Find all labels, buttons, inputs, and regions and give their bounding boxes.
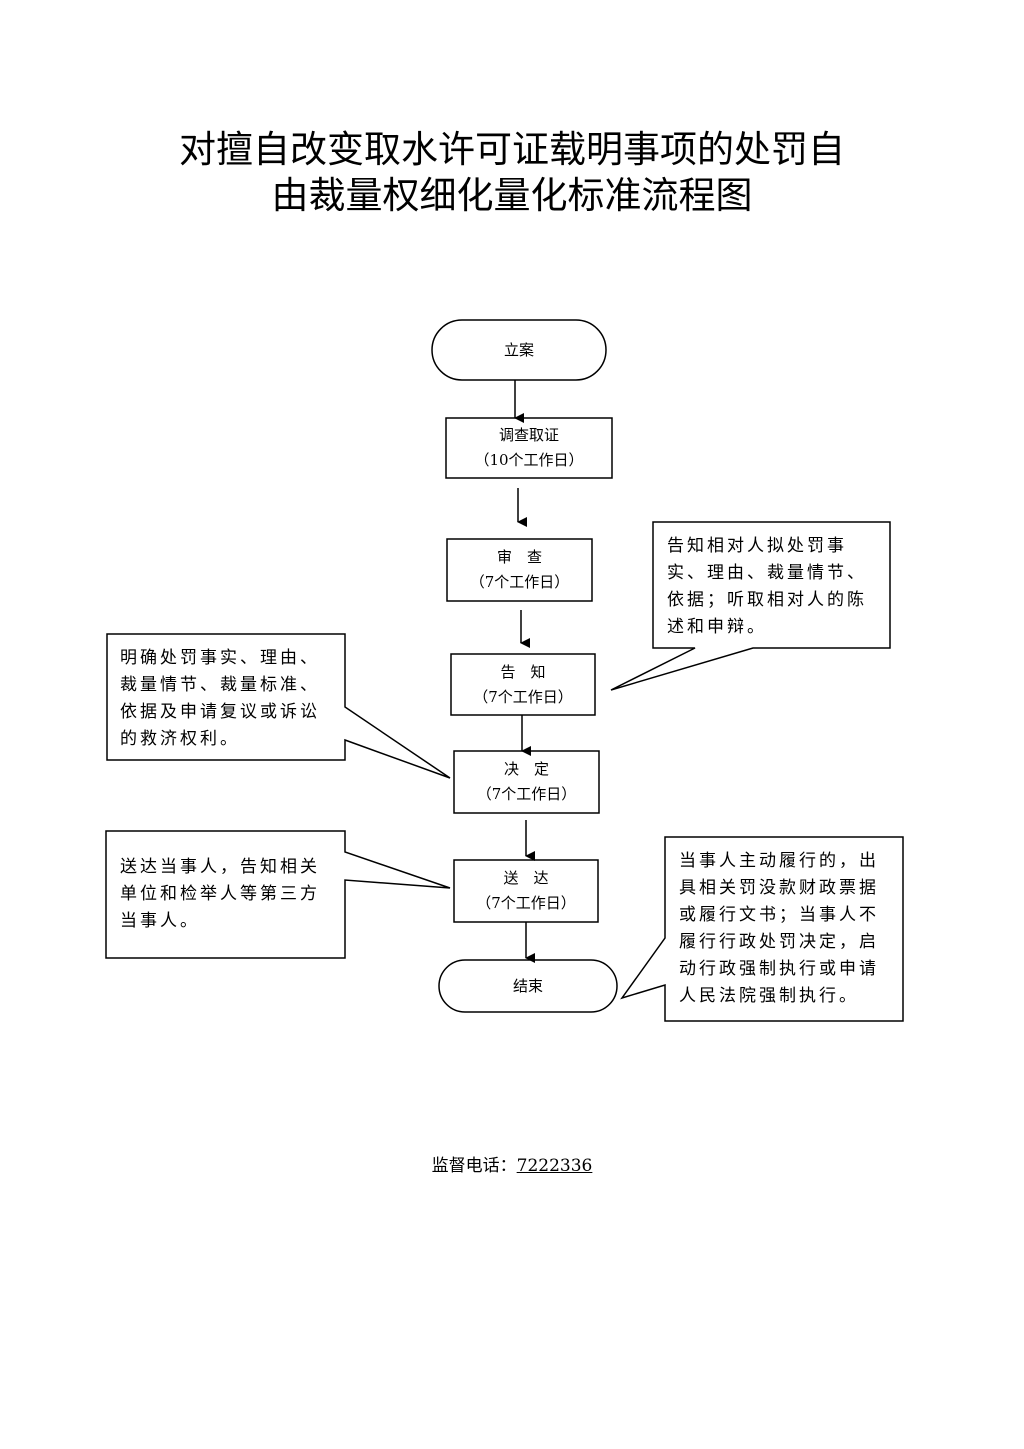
start-node: 立案 <box>432 320 606 380</box>
end-node: 结束 <box>439 960 617 1012</box>
notify-node: 告 知 （7个工作日） <box>451 654 595 715</box>
note-decide-left: 明确处罚事实、理由、裁量情节、裁量标准、依据及申请复议或诉讼的救济权利。 <box>120 648 320 749</box>
review-box <box>446 538 593 602</box>
notify-box <box>450 653 596 716</box>
investigate-label: 调查取证 <box>498 426 559 444</box>
notify-duration: （7个工作日） <box>473 687 573 706</box>
supervision-phone-label: 监督电话： <box>431 1156 517 1176</box>
deliver-node: 送 达 （7个工作日） <box>454 860 598 922</box>
end-label: 结束 <box>512 976 543 995</box>
note-deliver-left: 送达当事人，告知相关单位和检举人等第三方当事人。 <box>120 857 320 931</box>
start-terminal-shape <box>431 319 607 381</box>
decide-box <box>453 750 600 814</box>
notify-label: 告 知 <box>500 662 546 681</box>
investigate-duration: （10个工作日） <box>474 451 584 469</box>
investigate-box <box>445 417 613 479</box>
decide-duration: （7个工作日） <box>476 785 577 803</box>
deliver-duration: （7个工作日） <box>476 894 576 912</box>
investigate-node: 调查取证 （10个工作日） <box>446 418 612 478</box>
callout-deliver-left-shape <box>105 830 451 959</box>
note-notify-right: 告知相对人拟处罚事实、理由、裁量情节、依据；听取相对人的陈述和申辩。 <box>667 536 867 637</box>
title-line-1: 对擅自改变取水许可证载明事项的处罚自 <box>179 128 845 171</box>
supervision-phone-number: 7222336 <box>516 1156 593 1176</box>
title-line-2: 由裁量权细化量化标准流程图 <box>271 174 753 217</box>
start-label: 立案 <box>503 340 534 359</box>
note-end-right: 当事人主动履行的，出具相关罚没款财政票据或履行文书；当事人不履行行政处罚决定，启… <box>679 851 879 1006</box>
review-duration: （7个工作日） <box>469 573 570 591</box>
footer: 监督电话：7222336 <box>0 1151 1024 1176</box>
decide-node: 决 定 （7个工作日） <box>454 751 599 813</box>
deliver-label: 送 达 <box>503 869 549 887</box>
callout-notify-right-shape <box>610 521 891 691</box>
callout-end-right-shape <box>620 836 904 1022</box>
callout-decide-left-shape <box>106 633 451 779</box>
page-title: 对擅自改变取水许可证载明事项的处罚自 由裁量权细化量化标准流程图 <box>0 127 1024 219</box>
decide-label: 决 定 <box>503 760 549 778</box>
review-node: 审 查 （7个工作日） <box>447 539 592 601</box>
review-label: 审 查 <box>496 548 542 566</box>
